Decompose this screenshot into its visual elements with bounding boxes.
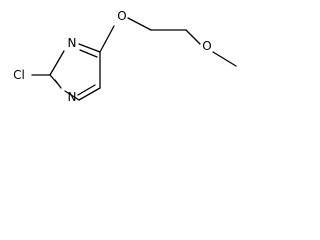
chemical-structure: Cl N N O O [13, 9, 237, 104]
bond-c6-n1 [64, 90, 80, 101]
bond-c5-c6-inner [77, 84, 96, 96]
atom-nitrogen-bottom: N [68, 90, 77, 104]
bond-c4-o [99, 25, 115, 53]
bond-c2-n3 [49, 50, 65, 76]
atom-oxygen-methoxy: O [202, 39, 211, 53]
bond-n1-c2-inner [54, 79, 62, 89]
bonds [31, 17, 237, 101]
bond-ch2-o [185, 29, 201, 45]
atom-nitrogen-top: N [68, 36, 77, 50]
atom-chlorine: Cl [13, 68, 25, 82]
atom-labels: Cl N N O O [13, 9, 212, 104]
bond-o-ch2 [127, 17, 152, 31]
atom-oxygen-ring-ether: O [117, 9, 126, 23]
bond-o-ch3 [212, 51, 237, 67]
bond-n3-c4-double [78, 43, 101, 53]
bond-c5-c6 [78, 87, 101, 101]
bond-n3-c4-inner [79, 49, 98, 58]
